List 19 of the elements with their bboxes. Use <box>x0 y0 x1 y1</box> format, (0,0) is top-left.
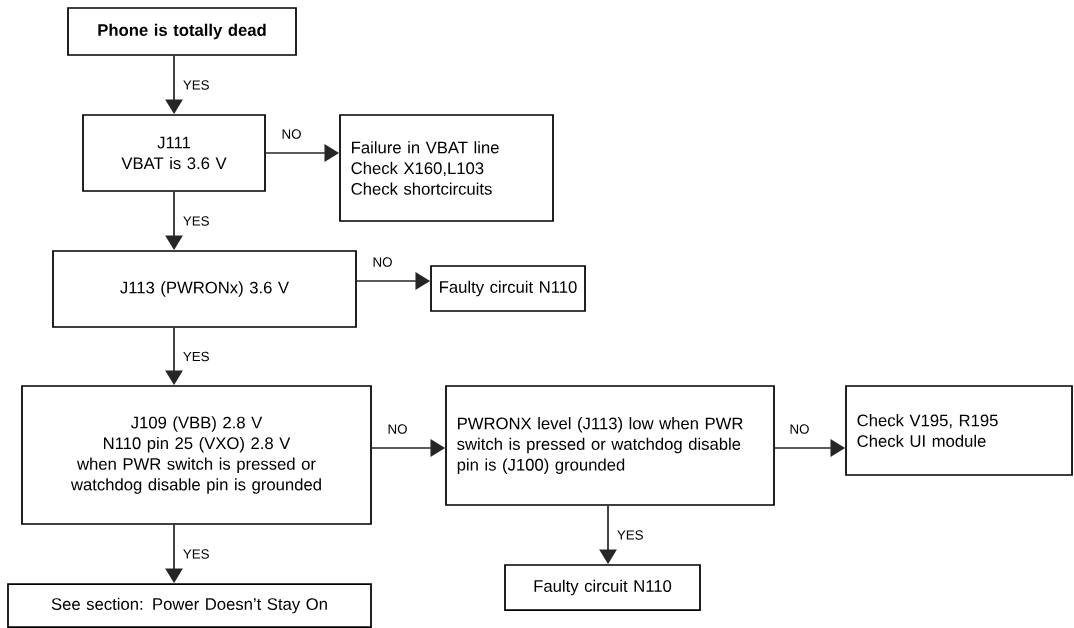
edge-label: NO <box>282 129 301 139</box>
process-box: Phone is totally dead <box>67 7 297 56</box>
process-box: Faulty circuit N110 <box>430 265 586 312</box>
process-box: Check V195, R195 Check UI module <box>845 385 1073 476</box>
process-box: J111 VBAT is 3.6 V <box>82 114 266 192</box>
process-box: See section: Power Doesn’t Stay On <box>7 583 372 628</box>
edge-label: YES <box>183 80 209 90</box>
process-box: Faulty circuit N110 <box>504 564 701 611</box>
edge-label: NO <box>373 257 392 267</box>
process-box: J109 (VBB) 2.8 V N110 pin 25 (VXO) 2.8 V when PWR switch is pressed or watchdog disable pin is grounded <box>21 385 372 525</box>
edge-label: YES <box>617 530 643 540</box>
edge-label: YES <box>183 549 209 559</box>
process-box: PWRONX level (J113) low when PWR switch is pressed or watchdog disable pin is (J100) grounded <box>445 385 775 506</box>
process-box: Failure in VBAT line Check X160,L103 Check shortcircuits <box>339 114 554 222</box>
edge-label: NO <box>388 424 407 434</box>
edge-label: YES <box>183 351 209 362</box>
process-box: J113 (PWRONx) 3.6 V <box>52 250 357 328</box>
edge-label: NO <box>790 424 809 434</box>
edge-label: YES <box>183 216 209 226</box>
